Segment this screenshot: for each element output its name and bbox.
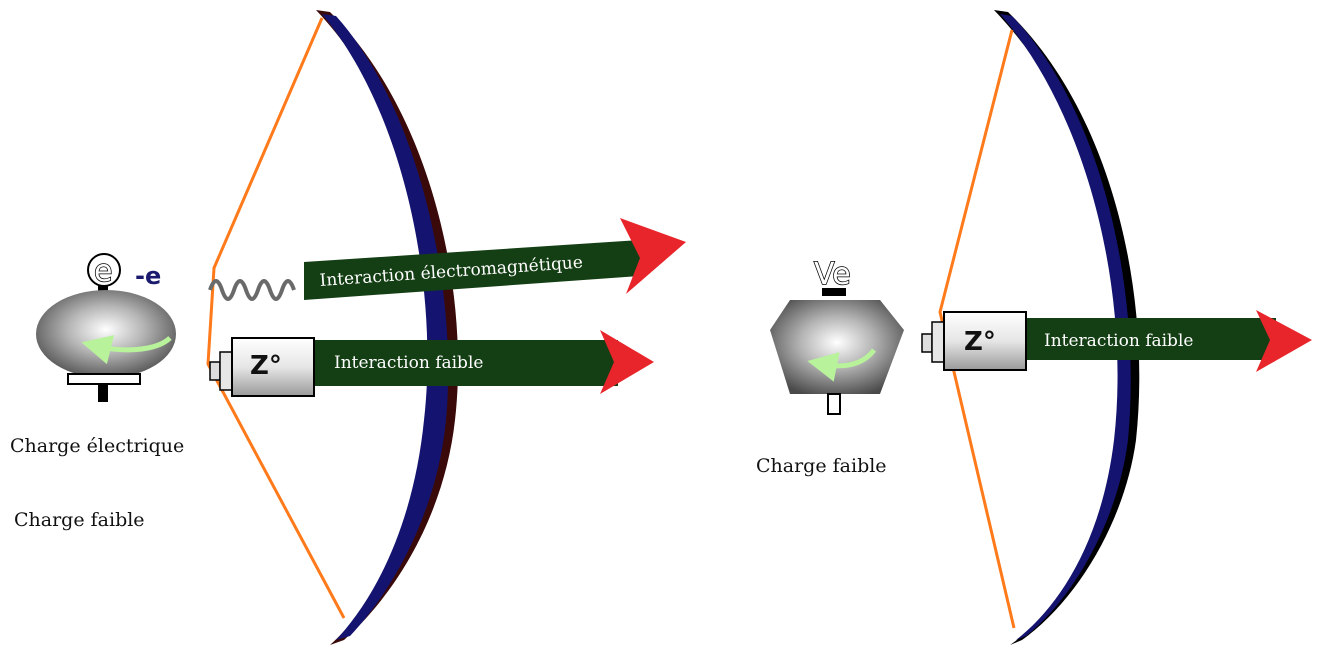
- right-caption-weak-charge: Charge faible: [756, 455, 887, 477]
- neutrino-particle: Ve: [770, 256, 904, 415]
- neutrino-spin-arrow-icon: [807, 348, 876, 382]
- left-bow-limb: [322, 14, 449, 640]
- electron-charge-symbol: -e: [135, 262, 161, 290]
- right-bow-string: [938, 29, 1016, 629]
- em-interaction-arrow: Interaction électromagnétique: [304, 218, 686, 300]
- electron-particle: e -e: [36, 253, 176, 402]
- left-z-boson-label: Z°: [250, 351, 282, 381]
- em-arrow-shaft: [304, 240, 640, 300]
- neutrino-symbol: Ve: [814, 257, 851, 292]
- right-weak-arrow-shaft: [1024, 318, 1276, 360]
- right-weak-arrow-tip: [1256, 310, 1312, 372]
- left-bow-string: [206, 17, 346, 619]
- left-caption-weak-charge: Charge faible: [14, 509, 145, 531]
- em-arrow-tip: [620, 218, 686, 294]
- neutrino-body: [770, 300, 904, 394]
- left-bow: [206, 10, 459, 645]
- photon-wave-icon: [208, 279, 296, 301]
- left-weak-interaction-arrow: Interaction faible Z°: [209, 330, 654, 397]
- electron-sphere: [36, 290, 176, 378]
- right-weak-arrow-label: Interaction faible: [1044, 331, 1193, 351]
- electron-symbol: e: [94, 254, 112, 289]
- right-weak-interaction-arrow: Interaction faible Z°: [921, 310, 1312, 372]
- spin-arrow-icon: [81, 335, 172, 365]
- left-z-boson-capsule: Z°: [209, 337, 315, 397]
- left-weak-arrow-label: Interaction faible: [334, 353, 483, 373]
- right-bow-limb-shadow: [994, 10, 1140, 645]
- right-bow: [938, 10, 1140, 645]
- right-bow-limb: [1000, 14, 1131, 640]
- left-weak-arrow-shaft: [310, 340, 618, 386]
- right-z-boson-label: Z°: [964, 327, 996, 357]
- left-weak-arrow-tip: [600, 330, 654, 394]
- left-caption-electric-charge: Charge électrique: [10, 435, 184, 457]
- right-z-boson-capsule: Z°: [921, 311, 1027, 371]
